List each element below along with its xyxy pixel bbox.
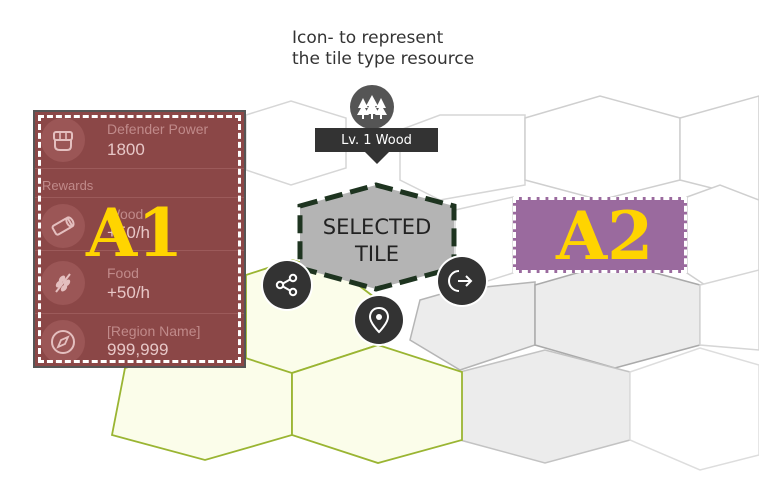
callout-a1-label: A1 bbox=[86, 194, 184, 272]
tile-level-tooltip: Lv. 1 Wood bbox=[315, 128, 438, 164]
defender-icon-badge bbox=[41, 118, 85, 162]
divider bbox=[33, 197, 246, 198]
wood-reward-row: Wood +50/h bbox=[33, 198, 246, 250]
region-name-label: [Region Name] bbox=[107, 323, 201, 339]
enter-icon bbox=[448, 270, 473, 292]
divider bbox=[33, 313, 246, 314]
wood-icon-badge bbox=[41, 204, 85, 248]
food-value: +50/h bbox=[107, 283, 151, 302]
selected-tile-label: SELECTED TILE bbox=[300, 214, 454, 268]
wood-label: Wood bbox=[107, 206, 144, 222]
defender-power-label: Defender Power bbox=[107, 121, 209, 137]
selected-tile-line-2: TILE bbox=[355, 242, 399, 266]
hex-tile[interactable] bbox=[629, 347, 759, 471]
hex-tile[interactable] bbox=[459, 349, 631, 464]
area-a2-callout bbox=[513, 197, 687, 273]
fist-icon bbox=[53, 131, 73, 151]
hex-tile[interactable] bbox=[409, 281, 536, 371]
divider bbox=[33, 168, 246, 169]
resource-type-badge bbox=[350, 85, 394, 129]
hex-tile[interactable] bbox=[524, 95, 681, 201]
share-icon bbox=[275, 273, 298, 297]
food-icon-badge bbox=[41, 261, 85, 305]
food-label: Food bbox=[107, 265, 139, 281]
hex-tile[interactable] bbox=[686, 184, 759, 296]
hex-tile[interactable] bbox=[679, 95, 759, 201]
enter-tile-button[interactable] bbox=[438, 257, 486, 305]
share-button[interactable] bbox=[263, 261, 311, 309]
annotation-line-2: the tile type resource bbox=[292, 49, 475, 69]
food-reward-row: Food +50/h bbox=[33, 251, 246, 311]
region-icon-badge bbox=[41, 320, 85, 364]
map-pin-icon bbox=[368, 306, 390, 334]
defender-power-row: Defender Power 1800 bbox=[33, 110, 246, 168]
locate-button[interactable] bbox=[355, 296, 403, 344]
region-value: 999,999 bbox=[107, 340, 169, 359]
annotation-line-1: Icon- to represent bbox=[292, 28, 444, 48]
trees-icon bbox=[357, 95, 387, 119]
design-annotation: Icon- to represent the tile type resourc… bbox=[292, 28, 474, 70]
log-icon bbox=[51, 216, 75, 236]
wood-value: +50/h bbox=[107, 223, 151, 242]
defender-power-value: 1800 bbox=[107, 140, 145, 159]
selected-tile-line-1: SELECTED bbox=[322, 215, 432, 239]
owned-hex-tile[interactable] bbox=[291, 344, 463, 464]
compass-icon bbox=[51, 330, 75, 354]
rewards-heading: Rewards bbox=[42, 178, 94, 193]
tile-info-panel: Defender Power 1800 Rewards Wood +50/h bbox=[33, 110, 246, 368]
wheat-icon bbox=[55, 273, 71, 293]
region-row: [Region Name] 999,999 bbox=[33, 314, 246, 368]
hex-tile[interactable] bbox=[534, 261, 701, 369]
hex-tile[interactable] bbox=[245, 100, 347, 186]
hex-tile[interactable] bbox=[699, 269, 759, 351]
divider bbox=[33, 250, 246, 251]
callout-a2-label: A2 bbox=[556, 197, 654, 275]
